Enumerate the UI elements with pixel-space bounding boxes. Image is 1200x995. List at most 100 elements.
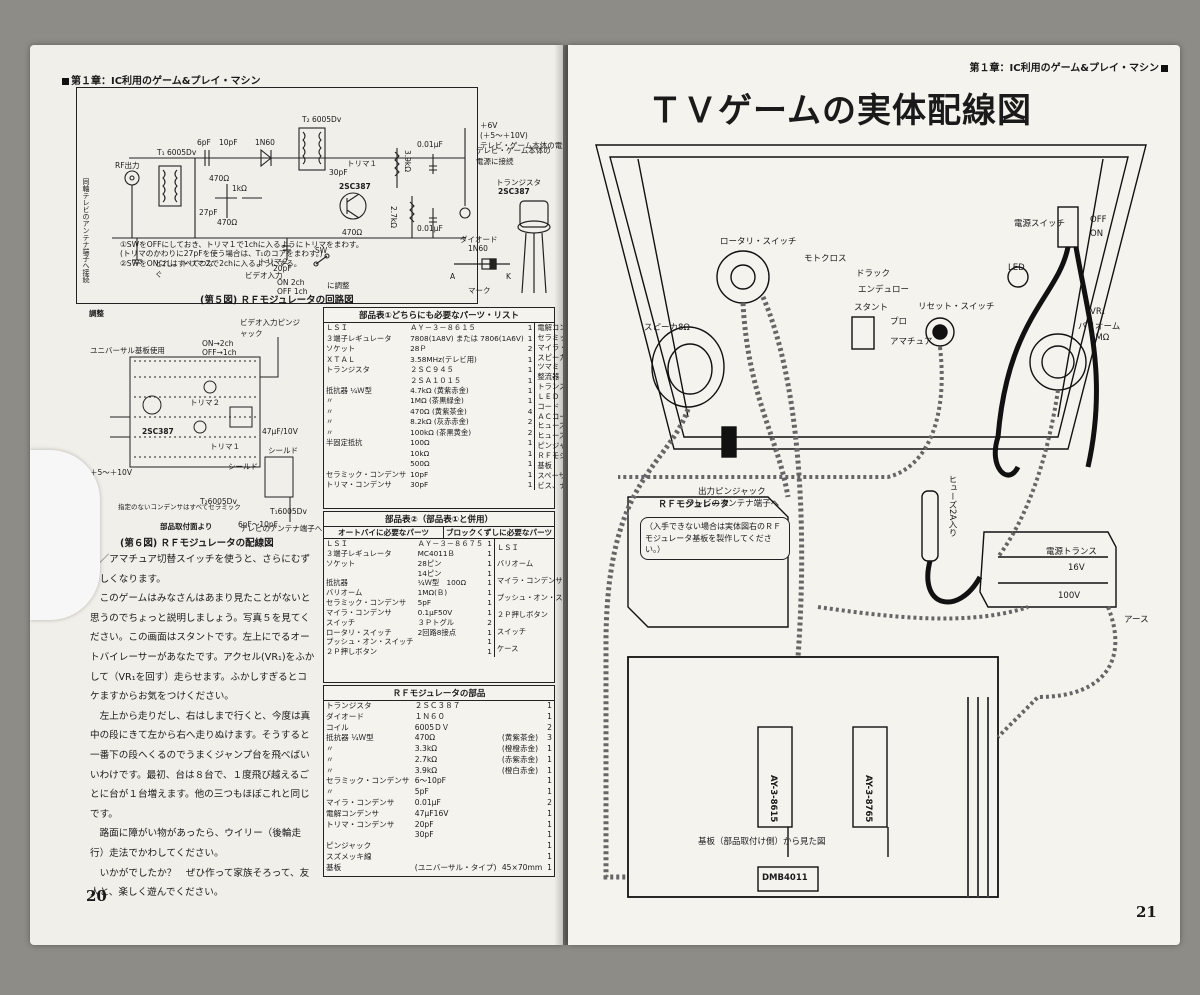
label-variohm-val: 1MΩ [1090,333,1110,343]
label-stunt: スタント [854,303,889,313]
wire-board: ユニバーサル基板使用 [90,346,165,355]
parts-table-1-right-row: ビス、ナット適宜 [535,481,563,491]
parts-table-2-left-cell: 1 [487,627,492,637]
rf-title: ＲＦモジュレータ [658,500,730,510]
parts-table-1-left-cell: 2 [527,417,533,427]
parts-table-1-left-cell: 100kΩ (茶黒黄金) [410,427,472,437]
parts-table-3-cell: 1 [547,819,552,829]
parts-table-1-right-cell: スピーカ [537,352,563,362]
sch-c3: 27pF [199,208,218,217]
parts-table-1-left-cell: ＸＴＡＬ [326,354,356,364]
parts-table-3-cell: 6005ＤＶ [414,722,450,732]
adjust-note-1b: (トリマのかわりに27pFを使う場合は、T₁のコアをまわす。) [120,249,323,259]
wire-tr: 2SC387 [142,427,174,436]
label-amateur: アマチュア [890,337,933,347]
parts-table-2-left-cell: 1 [487,539,492,548]
parts-table-1-right-row: ＬＥＤＤＢ－１３1 [535,392,563,402]
parts-table-1-left-cell: 2 [527,344,533,354]
left-running-header: 第１章：IC利用のゲーム&プレイ・マシン [60,72,260,87]
wire-shield: シールド [228,462,258,471]
parts-table-2-right: ＬＳＩＡＹ－３－８６０６－１1バリオーム500kΩ(Ｂ)1マイラ・コンデンサ0.… [495,539,563,657]
parts-table-3-cell [500,723,545,734]
parts-table-2-right-row: ケース1 [495,640,563,657]
parts-table-1-left-cell: 1 [527,323,533,333]
parts-table-1-left-cell: 1 [527,333,533,343]
adjust-note-2: ②SWをONにし、トリマ２で2chに入るようにする。 [120,258,302,268]
parts-table-1-left-cell: 2 [527,427,533,437]
parts-table-2-left-cell: バリオーム [326,588,363,598]
wire-antenna: テレビのアンテナ端子へ [240,524,323,533]
parts-table-2-left-cell: 28ピン [417,558,442,568]
parts-table-3-cell: 5pF [414,787,429,797]
parts-table-3-cell [324,830,413,841]
parts-table-1-left-cell: ソケット [326,344,356,354]
parts-table-3-cell: ２ＳＣ３８７ [414,701,461,710]
parts-table-2-right-cell: バリオーム [496,559,534,569]
parts-table-2-left-cell: ＬＳＩ [326,539,348,548]
body-text: ロ／アマチュア切替スイッチを使うと、さらにむずかしくなります。 このゲームはみな… [90,550,315,903]
parts-table-3-cell: 2.7kΩ [414,754,438,764]
parts-table-2-left-cell: ソケット [326,558,356,568]
wire-note1: 指定のないコンデンサはすべてセラミック [118,503,241,511]
sch-sw-off: OFF 1ch [277,287,308,296]
sch-tr: 2SC387 [339,182,371,191]
sch-adj-title: 調整 [89,309,104,318]
chip-1: AY-3-8615 [768,775,778,823]
rf-modulator-schematic [112,127,471,267]
label-earth: アース [1124,615,1149,625]
parts-table-3-cell: 30pF [414,830,434,840]
parts-table-1-left-cell: 抵抗器 ¼Ｗ型 [326,386,372,396]
wire-pf: 6pF～10pF [238,520,278,529]
parts-table-1-right-row: 電解コンデンサ22μF10V1 [535,323,563,333]
label-variohm: バリオーム [1078,322,1121,332]
parts-table-3-cell: (赤紫赤金) [501,754,539,764]
parts-table-2-left-cell: 1 [487,637,492,647]
parts-table-3-cell: ピンジャック [326,841,372,851]
wire-note2: 部品取付面より [160,522,213,531]
parts-table-2-left-cell [416,637,486,647]
parts-table-1-left-row: 〃8.2kΩ (灰赤赤金)2 [324,417,535,427]
label-16v: 16V [1068,563,1085,573]
sch-r3: 470Ω [217,218,238,227]
parts-table-3-cell: 3.9kΩ [414,765,438,775]
legend-diode-a: A [450,272,456,281]
parts-table-1-left-cell: 1 [527,386,533,396]
right-page-title: ＴＶゲームの実体配線図 [648,91,1032,131]
wire-plus: ＋5～＋10V [90,468,132,477]
parts-table-1-left-cell: 500Ω [410,459,430,469]
parts-table-2-left-cell [324,569,416,579]
parts-table-1-left-cell: ２ＳＡ１０１５ [410,375,462,385]
holding-thumb [30,450,100,620]
wire-cap: 47μF/10V [262,427,298,436]
schematic-box: RF出力 同軸テレビのアンテナ端子へ接続 T₁ 6005Dv 6pF 10pF … [76,87,563,318]
parts-table-1-left-cell: 28Ｐ [410,344,427,354]
parts-table-2-left-cell: ３Ｐトグル [417,617,455,627]
parts-table-3-cell [500,852,545,863]
sch-c7: 20pF [273,264,292,273]
parts-table-1-left-cell: 半固定抵抗 [326,438,363,448]
parts-table-3-cell: 20pF [414,819,434,829]
sch-sw-on: ON 2ch [277,278,305,287]
sch-rf-out: RF出力 [115,161,140,170]
parts-table-1-left-cell: 1 [527,469,533,479]
right-running-header: 第１章：IC利用のゲーム&プレイ・マシン [970,59,1170,74]
